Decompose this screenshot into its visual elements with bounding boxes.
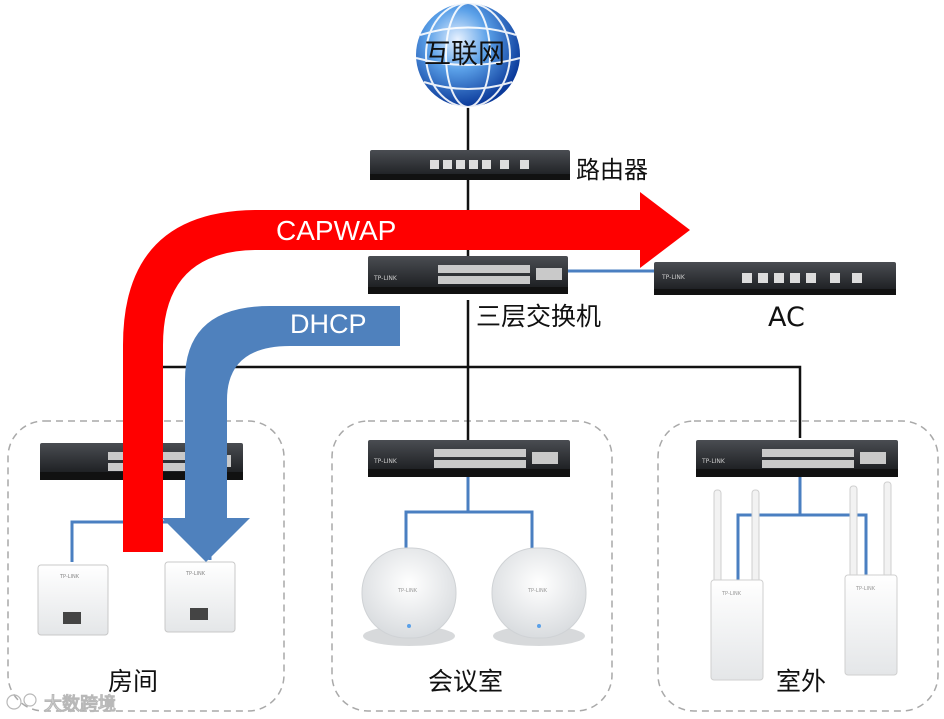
ceiling-ap-2: TP-LINK: [491, 547, 587, 646]
dhcp-arrow: [162, 306, 400, 562]
internet-globe-icon: [415, 2, 521, 108]
wall-ap-2-brand: TP-LINK: [185, 571, 206, 577]
l3-switch-label: 三层交换机: [476, 302, 601, 331]
dhcp-label: DHCP: [290, 309, 367, 339]
outdoor-ap-2-brand: TP-LINK: [855, 586, 876, 592]
outdoor-ap-2: TP-LINK: [844, 481, 898, 676]
watermark-text: 大数跨境: [44, 694, 116, 715]
outdoor-label: 室外: [776, 667, 826, 696]
wall-ap-1: TP-LINK: [37, 564, 109, 636]
ceiling-ap-2-brand: TP-LINK: [527, 588, 548, 594]
zone-box-meeting-room: [331, 420, 613, 712]
outdoor-ap-1-brand: TP-LINK: [721, 591, 742, 597]
internet-label: 互联网: [424, 39, 505, 70]
capwap-arrow: [123, 192, 690, 552]
outdoor-switch-brand: TP-LINK: [701, 458, 726, 465]
core-switch-device: TP-LINK: [368, 256, 568, 294]
meeting-room-label: 会议室: [428, 667, 503, 696]
ceiling-ap-1-brand: TP-LINK: [397, 588, 418, 594]
room-label: 房间: [108, 667, 158, 696]
core-switch-brand: TP-LINK: [373, 275, 398, 282]
wall-ap-2: TP-LINK: [164, 561, 236, 633]
watermark-logo: 大数跨境: [6, 693, 117, 716]
meeting-switch-brand: TP-LINK: [373, 458, 398, 465]
router-device: [370, 150, 570, 180]
router-label: 路由器: [576, 156, 648, 184]
outdoor-ap-1: TP-LINK: [710, 489, 764, 681]
capwap-label: CAPWAP: [276, 215, 396, 246]
zone-box-outdoor: [657, 420, 939, 712]
ceiling-ap-1: TP-LINK: [361, 547, 457, 646]
access-switch-meeting: TP-LINK: [368, 440, 570, 477]
ac-brand: TP-LINK: [661, 274, 686, 281]
access-switch-outdoor: TP-LINK: [696, 440, 898, 477]
ac-device: TP-LINK: [654, 262, 896, 295]
ac-label: AC: [768, 302, 805, 333]
wall-ap-1-brand: TP-LINK: [59, 574, 80, 580]
